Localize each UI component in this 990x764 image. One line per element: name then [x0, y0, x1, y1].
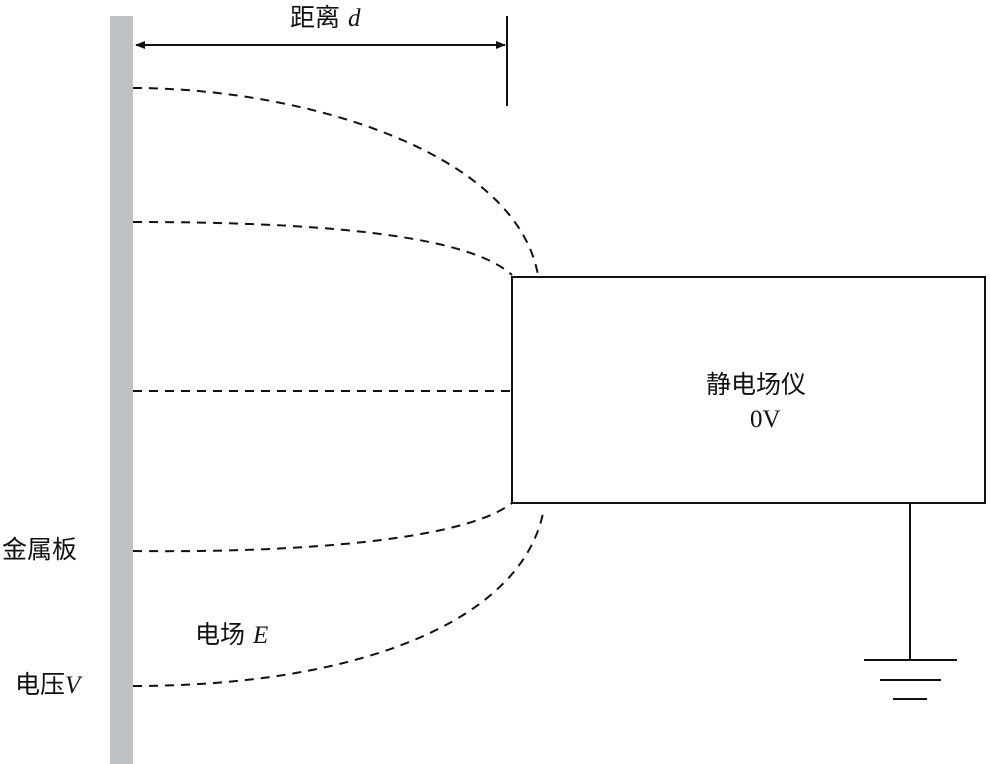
field-text: 电场	[195, 620, 246, 649]
field-line	[132, 221, 513, 276]
voltage-text: 电压	[15, 670, 66, 699]
field-line	[132, 502, 513, 553]
meter-name: 静电场仪	[706, 370, 807, 399]
metal-plate	[110, 16, 133, 764]
voltage-var: V	[65, 672, 81, 699]
voltage-label: 电压V	[15, 672, 80, 698]
distance-label: 距离 d	[290, 5, 360, 31]
electrostatic-meter-box	[511, 276, 986, 504]
plate-label: 金属板	[2, 535, 78, 564]
field-label: 电场 E	[195, 622, 268, 648]
field-line	[132, 87, 539, 276]
meter-voltage: 0V	[750, 406, 781, 433]
distance-var: d	[347, 5, 361, 32]
field-line	[132, 507, 545, 687]
ground-icon	[864, 503, 957, 700]
distance-text: 距离	[290, 3, 341, 32]
field-var: E	[252, 622, 269, 649]
